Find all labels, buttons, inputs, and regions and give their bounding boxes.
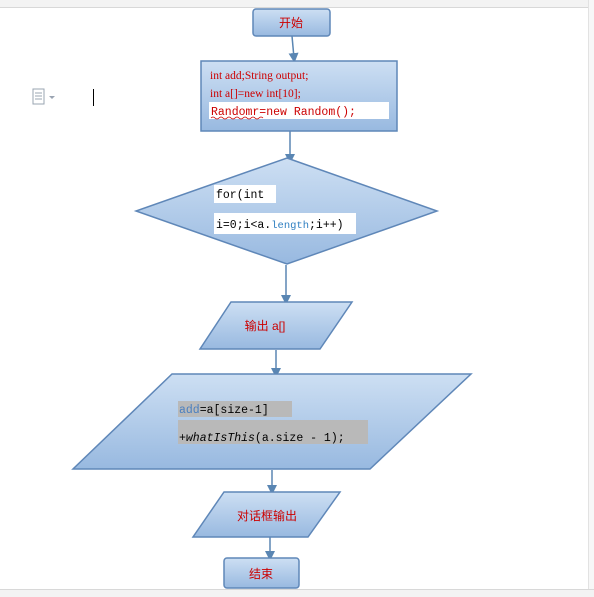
end-label: 结束 (249, 567, 273, 581)
start-node: 开始 (252, 8, 331, 37)
output-array-label: 输出 a[] (245, 318, 286, 333)
spellcheck-underline (210, 116, 264, 120)
connectors (265, 35, 299, 561)
dialog-output-node: 对话框输出 (191, 491, 342, 538)
loop-decision-node: for(int i=0;i<a.length;i++) (133, 157, 440, 265)
compute-line-2: +whatIsThis(a.size - 1); (179, 432, 345, 445)
bottom-window-edge (0, 589, 594, 597)
loop-line-1: for(int (216, 189, 264, 202)
output-array-node: 输出 a[] (198, 301, 354, 350)
declarations-node: int add;String output; int a[]=new int[1… (200, 60, 398, 132)
compute-node: add=a[size-1] +whatIsThis(a.size - 1); (71, 373, 473, 470)
paste-options-icon[interactable] (30, 88, 58, 106)
vertical-scrollbar[interactable] (588, 0, 594, 596)
top-window-edge (0, 0, 594, 8)
compute-line-1: add=a[size-1] (179, 404, 269, 417)
end-node: 结束 (223, 557, 300, 589)
declaration-line-1: int add;String output; (210, 70, 308, 82)
dialog-output-label: 对话框输出 (237, 508, 297, 523)
arrow-start-to-declarations (288, 35, 299, 63)
declaration-line-3: Randomr=new Random(); (211, 106, 356, 119)
text-cursor (93, 89, 94, 106)
start-label: 开始 (279, 16, 303, 30)
loop-line-2: i=0;i<a.length;i++) (216, 219, 344, 232)
declaration-line-2: int a[]=new int[10]; (210, 88, 301, 100)
